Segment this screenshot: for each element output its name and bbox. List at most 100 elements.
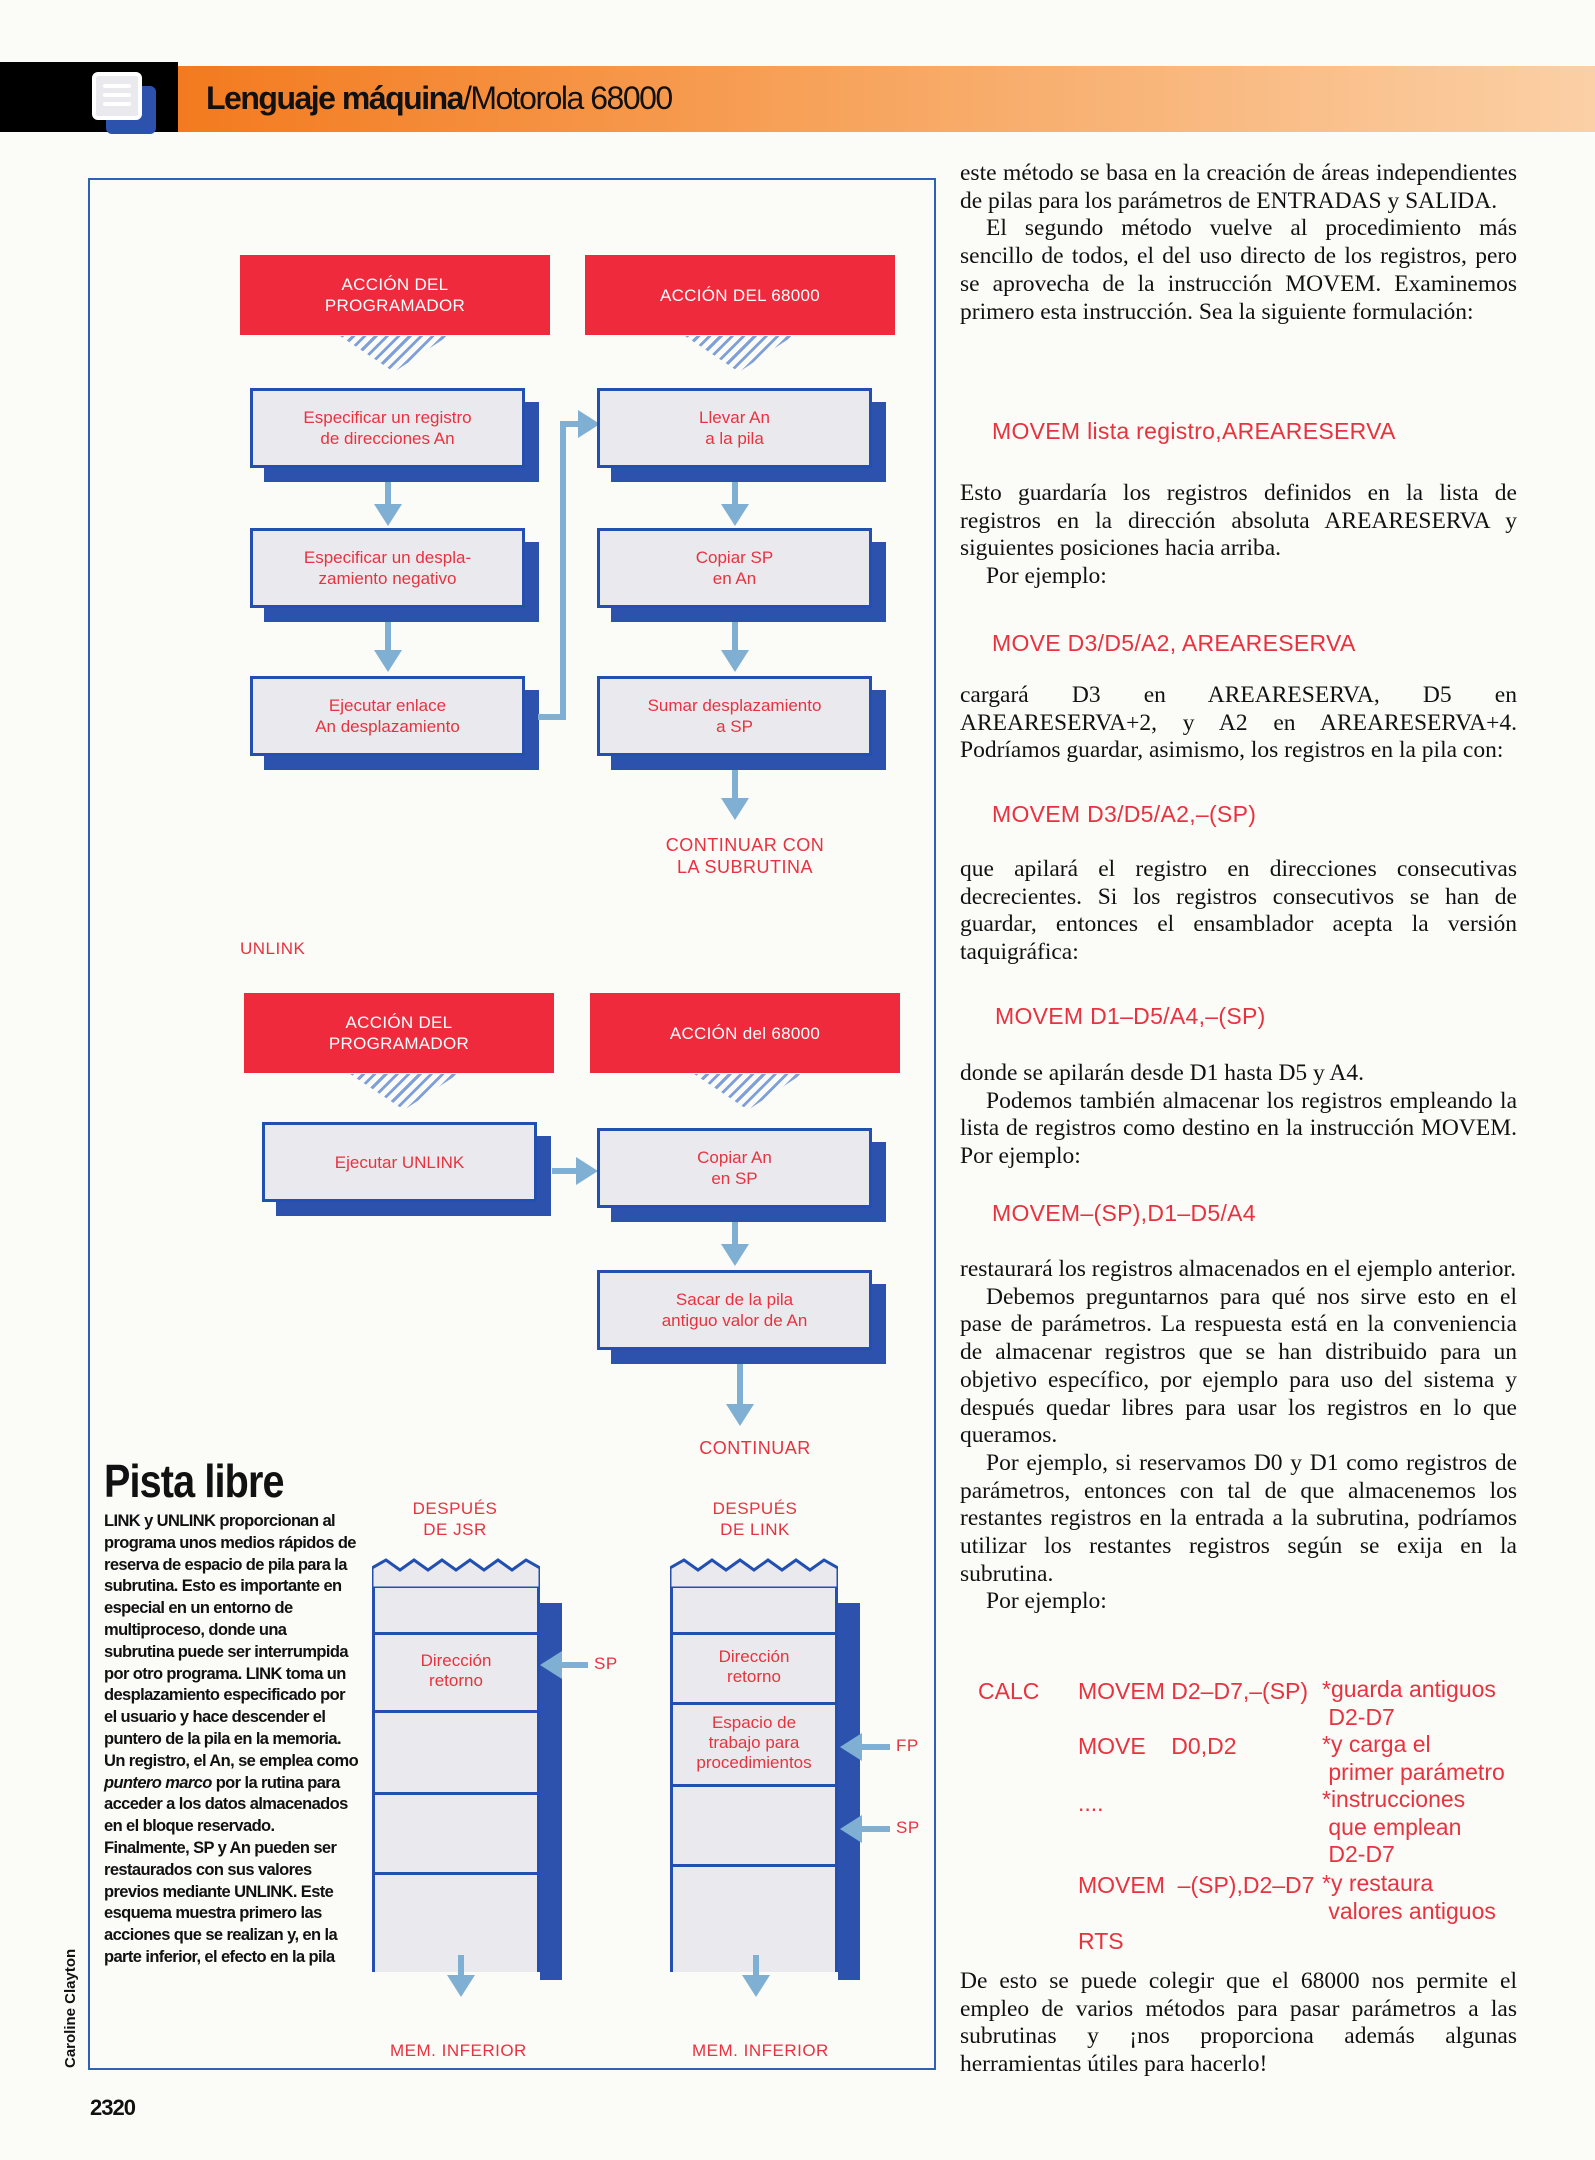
unlink-section-label: UNLINK — [240, 939, 306, 958]
pointer-line — [860, 1826, 890, 1832]
article-paragraph: Esto guardaría los registros definidos e… — [960, 480, 1517, 562]
stack-jsr-bottom-label: MEM. INFERIOR — [390, 2041, 527, 2060]
flow-line — [560, 421, 566, 720]
article-paragraph: que apilará el registro en direcciones c… — [960, 856, 1517, 966]
link-programmer-step-2: Especificar un despla- zamiento negativo — [250, 528, 525, 608]
article-block-6: restaurará los registros almacenados en … — [960, 1256, 1517, 1616]
flow-line — [737, 1364, 743, 1406]
article-block-4: que apilará el registro en direcciones c… — [960, 856, 1517, 967]
link-programmer-step-1: Especificar un registro de direcciones A… — [250, 388, 525, 468]
sidebar-body-part-1: LINK y UNLINK proporcionan al programa u… — [104, 1512, 359, 1770]
flow-line — [385, 622, 391, 652]
article-paragraph: este método se basa en la creación de ár… — [960, 160, 1517, 214]
pointer-line — [560, 1662, 588, 1668]
article-block-3: cargará D3 en AREARESERVA, D5 en AREARES… — [960, 682, 1517, 765]
flow-line — [552, 1168, 578, 1174]
unlink-programmer-title: ACCIÓN DEL PROGRAMADOR — [244, 993, 554, 1073]
listing-comment: *y carga el primer parámetro — [1322, 1731, 1505, 1785]
listing-label: CALC — [978, 1678, 1040, 1704]
flow-line — [538, 714, 566, 720]
flow-line — [732, 622, 738, 652]
stack-link-cell-workspace: Espacio de trabajo para procedimientos — [670, 1702, 838, 1787]
pointer-arrow — [840, 1733, 862, 1761]
article-paragraph: El segundo método vuelve al procedimient… — [960, 215, 1517, 325]
flow-arrow — [721, 1244, 749, 1266]
unlink-cpu-step-2: Sacar de la pila antiguo valor de An — [597, 1270, 872, 1350]
page-header-title: Lenguaje máquina/Motorola 68000 — [206, 80, 673, 117]
sidebar-body: LINK y UNLINK proporcionan al programa u… — [104, 1511, 360, 1969]
unlink-programmer-step-1: Ejecutar UNLINK — [262, 1122, 537, 1202]
code-line: MOVEM–(SP),D1–D5/A4 — [992, 1200, 1256, 1226]
diagram-frame — [88, 178, 936, 2070]
link-cpu-step-3: Sumar desplazamiento a SP — [597, 676, 872, 756]
header-band — [178, 66, 1595, 132]
sidebar-body-part-2: por la rutina para acceder a los datos a… — [104, 1773, 348, 1966]
stack-jsr-title: DESPUÉS DE JSR — [412, 1499, 498, 1539]
flow-arrow — [721, 504, 749, 526]
stack-link-fp-label: FP — [896, 1736, 919, 1755]
article-paragraph: Por ejemplo: — [986, 1588, 1107, 1615]
link-cpu-step-2: Copiar SP en An — [597, 528, 872, 608]
flow-line — [753, 1955, 759, 1977]
article-paragraph: Por ejemplo: — [986, 563, 1107, 590]
stack-link-bottom-label: MEM. INFERIOR — [692, 2041, 829, 2060]
flow-arrow — [742, 1975, 770, 1997]
article-paragraph: Debemos preguntarnos para qué nos sirve … — [960, 1283, 1517, 1449]
listing-instr: MOVEM –(SP),D2–D7 — [1078, 1872, 1315, 1898]
stack-jsr-sp-label: SP — [594, 1654, 618, 1673]
section-icon — [0, 62, 178, 132]
code-line: MOVEM D1–D5/A4,–(SP) — [995, 1003, 1266, 1029]
stack-after-jsr: Dirección retorno — [372, 1558, 562, 1980]
flow-line — [732, 1222, 738, 1246]
article-paragraph: De esto se puede colegir que el 68000 no… — [960, 1968, 1517, 2078]
article-paragraph: restaurará los registros almacenados en … — [960, 1256, 1516, 1282]
stack-link-sp-label: SP — [896, 1818, 920, 1837]
listing-instr: MOVEM D2–D7,–(SP) — [1078, 1678, 1309, 1704]
stack-after-link: Dirección retorno Espacio de trabajo par… — [670, 1558, 860, 1980]
link-programmer-title: ACCIÓN DEL PROGRAMADOR — [240, 255, 550, 335]
pointer-line — [860, 1744, 890, 1750]
sidebar-box: Pista libre LINK y UNLINK proporcionan a… — [104, 1455, 360, 1969]
code-line: MOVE D3/D5/A2, AREARESERVA — [992, 630, 1356, 656]
stack-jsr-cell-return: Dirección retorno — [372, 1632, 540, 1713]
flow-arrow — [374, 504, 402, 526]
article-paragraph: Por ejemplo, si reservamos D0 y D1 como … — [960, 1449, 1517, 1587]
flow-arrow — [447, 1975, 475, 1997]
flow-arrow — [578, 410, 600, 438]
listing-comment: *y restaura valores antiguos — [1322, 1870, 1496, 1924]
article-block-1: este método se basa en la creación de ár… — [960, 160, 1517, 326]
listing-comment: *instrucciones que emplean D2-D7 — [1322, 1786, 1466, 1868]
article-block-7: De esto se puede colegir que el 68000 no… — [960, 1968, 1517, 2079]
flow-line — [732, 770, 738, 800]
article-block-2: Esto guardaría los registros definidos e… — [960, 480, 1517, 591]
flow-arrow — [576, 1157, 598, 1185]
link-end-label: CONTINUAR CON LA SUBRUTINA — [665, 835, 825, 877]
link-cpu-step-1: Llevar An a la pila — [597, 388, 872, 468]
article-block-5: donde se apilarán desde D1 hasta D5 y A4… — [960, 1060, 1517, 1171]
flow-line — [458, 1955, 464, 1977]
listing-instr: RTS — [1078, 1928, 1124, 1954]
code-line: MOVEM lista registro,AREARESERVA — [992, 418, 1396, 444]
link-cpu-title: ACCIÓN DEL 68000 — [585, 255, 895, 335]
link-programmer-step-3: Ejecutar enlace An desplazamiento — [250, 676, 525, 756]
flow-arrow — [726, 1404, 754, 1426]
header-title-rest: /Motorola 68000 — [462, 80, 673, 116]
listing-comment: *guarda antiguos D2-D7 — [1322, 1676, 1496, 1730]
stack-link-title: DESPUÉS DE LINK — [712, 1499, 798, 1539]
flow-arrow — [374, 650, 402, 672]
article-paragraph: cargará D3 en AREARESERVA, D5 en AREARES… — [960, 682, 1517, 764]
listing-instr: .... — [1078, 1790, 1104, 1816]
article-paragraph: Podemos también almacenar los registros … — [960, 1087, 1517, 1170]
stack-link-cell-return: Dirección retorno — [670, 1632, 838, 1705]
listing-instr: MOVE D0,D2 — [1078, 1733, 1237, 1759]
code-line: MOVEM D3/D5/A2,–(SP) — [992, 801, 1257, 827]
flow-arrow — [721, 650, 749, 672]
pointer-arrow — [540, 1651, 562, 1679]
flow-line — [385, 482, 391, 506]
sidebar-body-italic: puntero marco — [104, 1773, 212, 1792]
unlink-cpu-title: ACCIÓN del 68000 — [590, 993, 900, 1073]
pointer-arrow — [840, 1815, 862, 1843]
unlink-end-label: CONTINUAR — [699, 1438, 811, 1458]
sidebar-title: Pista libre — [104, 1455, 284, 1507]
flow-line — [560, 421, 580, 427]
